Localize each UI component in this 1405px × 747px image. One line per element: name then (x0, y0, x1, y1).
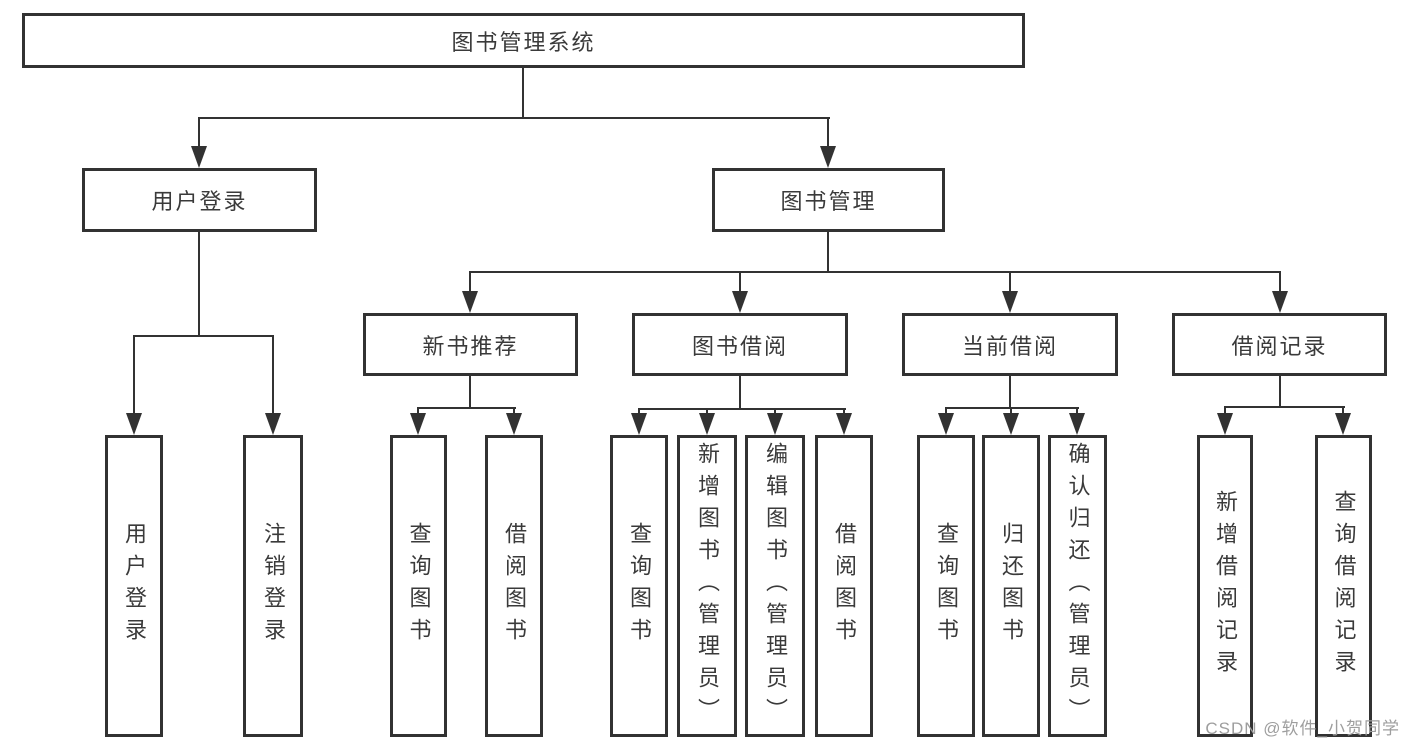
leaf-borrow-books: 借阅图书 (815, 435, 873, 737)
connector-line (417, 407, 516, 409)
connector-line (133, 335, 274, 337)
arrow-down-icon (1002, 291, 1018, 313)
node-new-book-recommend: 新书推荐 (363, 313, 578, 376)
leaf-return-books: 归还图书 (982, 435, 1040, 737)
leaf-query-borrow-record: 查询借阅记录 (1315, 435, 1372, 737)
node-label: 当前借阅 (961, 333, 1058, 359)
connector-line (774, 408, 776, 415)
connector-line (1009, 271, 1011, 293)
node-borrowing-records: 借阅记录 (1172, 313, 1387, 376)
node-label: 图书借阅 (691, 333, 788, 359)
arrow-down-icon (699, 413, 715, 435)
connector-line (469, 271, 1281, 273)
connector-line (945, 407, 947, 415)
leaf-label: 用户登录 (122, 522, 147, 650)
connector-line (417, 407, 419, 415)
leaf-query-books-current: 查询图书 (917, 435, 975, 737)
connector-line (638, 408, 640, 415)
node-label: 图书管理系统 (451, 29, 596, 55)
leaf-user-login: 用户登录 (105, 435, 163, 737)
connector-line (133, 335, 135, 415)
arrow-down-icon (126, 413, 142, 435)
leaf-query-books-borrowing: 查询图书 (610, 435, 668, 737)
arrow-down-icon (265, 413, 281, 435)
leaf-label: 编辑图书（管理员） (763, 442, 788, 730)
connector-line (739, 376, 741, 409)
leaf-label: 确认归还（管理员） (1065, 442, 1091, 730)
arrow-down-icon (938, 413, 954, 435)
arrow-down-icon (767, 413, 783, 435)
connector-line (843, 408, 845, 415)
connector-line (827, 232, 829, 273)
leaf-label: 查询图书 (627, 522, 652, 650)
connector-line (198, 232, 200, 336)
connector-line (272, 335, 274, 415)
node-label: 图书管理 (780, 189, 877, 214)
connector-line (638, 408, 846, 410)
leaf-confirm-return-admin: 确认归还（管理员） (1048, 435, 1107, 737)
connector-line (1010, 407, 1012, 415)
arrow-down-icon (1069, 413, 1085, 435)
connector-line (522, 68, 524, 118)
arrow-down-icon (1003, 413, 1019, 435)
connector-line (827, 117, 829, 148)
leaf-label: 查询图书 (406, 522, 432, 650)
connector-line (1076, 407, 1078, 415)
leaf-label: 新增图书（管理员） (695, 442, 720, 730)
arrow-down-icon (1217, 413, 1233, 435)
arrow-down-icon (631, 413, 647, 435)
leaf-add-books-admin: 新增图书（管理员） (677, 435, 737, 737)
arrow-down-icon (191, 146, 207, 168)
connector-line (945, 407, 1079, 409)
connector-line (198, 117, 830, 119)
leaf-label: 查询借阅记录 (1331, 490, 1357, 682)
node-label: 用户登录 (151, 189, 248, 214)
connector-line (1009, 376, 1011, 408)
node-current-borrowing: 当前借阅 (902, 313, 1118, 376)
leaf-add-borrow-record: 新增借阅记录 (1197, 435, 1253, 737)
leaf-label: 新增借阅记录 (1213, 490, 1238, 682)
connector-line (1279, 376, 1281, 407)
node-book-borrowing: 图书借阅 (632, 313, 848, 376)
leaf-logout: 注销登录 (243, 435, 303, 737)
connector-line (1224, 406, 1345, 408)
csdn-watermark: CSDN @软件_小贺同学 (1205, 719, 1400, 738)
leaf-label: 查询图书 (934, 522, 959, 650)
arrow-down-icon (506, 413, 522, 435)
connector-line (739, 271, 741, 293)
leaf-label: 归还图书 (999, 522, 1024, 650)
connector-line (1224, 406, 1226, 415)
node-label: 借阅记录 (1231, 333, 1328, 359)
arrow-down-icon (820, 146, 836, 168)
leaf-query-books-recommend: 查询图书 (390, 435, 447, 737)
leaf-label: 借阅图书 (832, 522, 857, 650)
node-user-login: 用户登录 (82, 168, 317, 232)
connector-line (513, 407, 515, 415)
arrow-down-icon (836, 413, 852, 435)
connector-line (1342, 406, 1344, 415)
connector-line (469, 376, 471, 408)
leaf-label: 注销登录 (261, 522, 286, 650)
node-library-management-system: 图书管理系统 (22, 13, 1025, 68)
arrow-down-icon (732, 291, 748, 313)
connector-line (1279, 271, 1281, 293)
arrow-down-icon (1272, 291, 1288, 313)
leaf-label: 借阅图书 (502, 522, 527, 650)
node-book-management: 图书管理 (712, 168, 945, 232)
leaf-edit-books-admin: 编辑图书（管理员） (745, 435, 805, 737)
connector-line (198, 117, 200, 148)
arrow-down-icon (1335, 413, 1351, 435)
arrow-down-icon (410, 413, 426, 435)
arrow-down-icon (462, 291, 478, 313)
node-label: 新书推荐 (422, 333, 519, 359)
connector-line (706, 408, 708, 415)
connector-line (469, 271, 471, 293)
leaf-borrow-books-recommend: 借阅图书 (485, 435, 543, 737)
